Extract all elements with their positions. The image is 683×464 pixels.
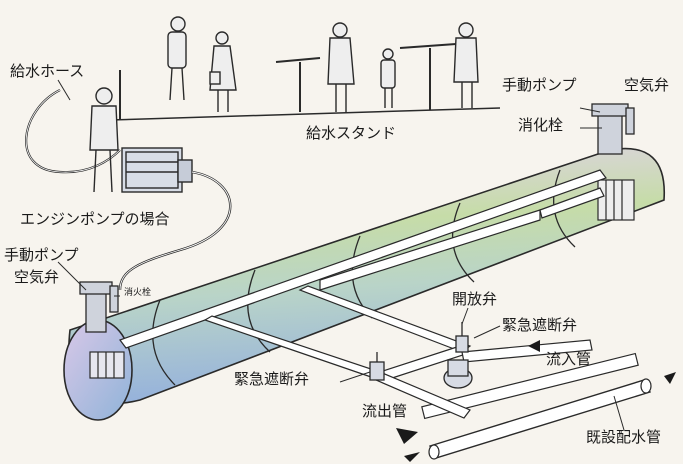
valve-pit: [443, 359, 473, 389]
label-hand-pump-right: 手動ポンプ: [502, 76, 577, 94]
label-hydrant-left: 消火栓: [124, 288, 152, 298]
right-manifold: [597, 179, 635, 221]
flow-arrows: [396, 340, 676, 462]
label-inflow-pipe: 流入管: [546, 350, 592, 368]
label-water-stand: 給水スタンド: [306, 124, 397, 142]
water-stand-posts: [119, 43, 457, 120]
stand-ground-line: [109, 107, 501, 121]
person-figure: [167, 16, 479, 112]
emergency-shutoff-valve-left: [369, 352, 385, 381]
label-hydrant-right: 消化栓: [518, 116, 564, 134]
label-hand-pump-left: 手動ポンプ: [4, 246, 79, 264]
label-existing-main: 既設配水管: [586, 428, 662, 446]
label-air-valve-right: 空気弁: [624, 76, 670, 94]
label-air-valve-left: 空気弁: [14, 268, 60, 286]
label-outflow-pipe: 流出管: [362, 402, 408, 420]
external-pipes: [203, 285, 639, 420]
left-pump-assembly: [79, 281, 119, 333]
label-engine-pump: エンジンポンプの場合: [20, 210, 170, 228]
label-open-valve: 開放弁: [452, 290, 498, 308]
label-supply-hose: 給水ホース: [10, 62, 85, 80]
leader-lines: [57, 79, 625, 431]
open-valve-marker: [455, 322, 469, 353]
left-manifold: [89, 351, 125, 379]
label-emergency-valve-right: 緊急遮断弁: [502, 316, 578, 334]
tank-pipes: [119, 169, 607, 349]
label-emergency-valve-left: 緊急遮断弁: [234, 370, 310, 388]
existing-main-pipe: [429, 379, 651, 459]
engine-pump: [121, 147, 193, 193]
right-pump-assembly: [591, 103, 635, 155]
hose-operator-figure: [89, 87, 119, 193]
